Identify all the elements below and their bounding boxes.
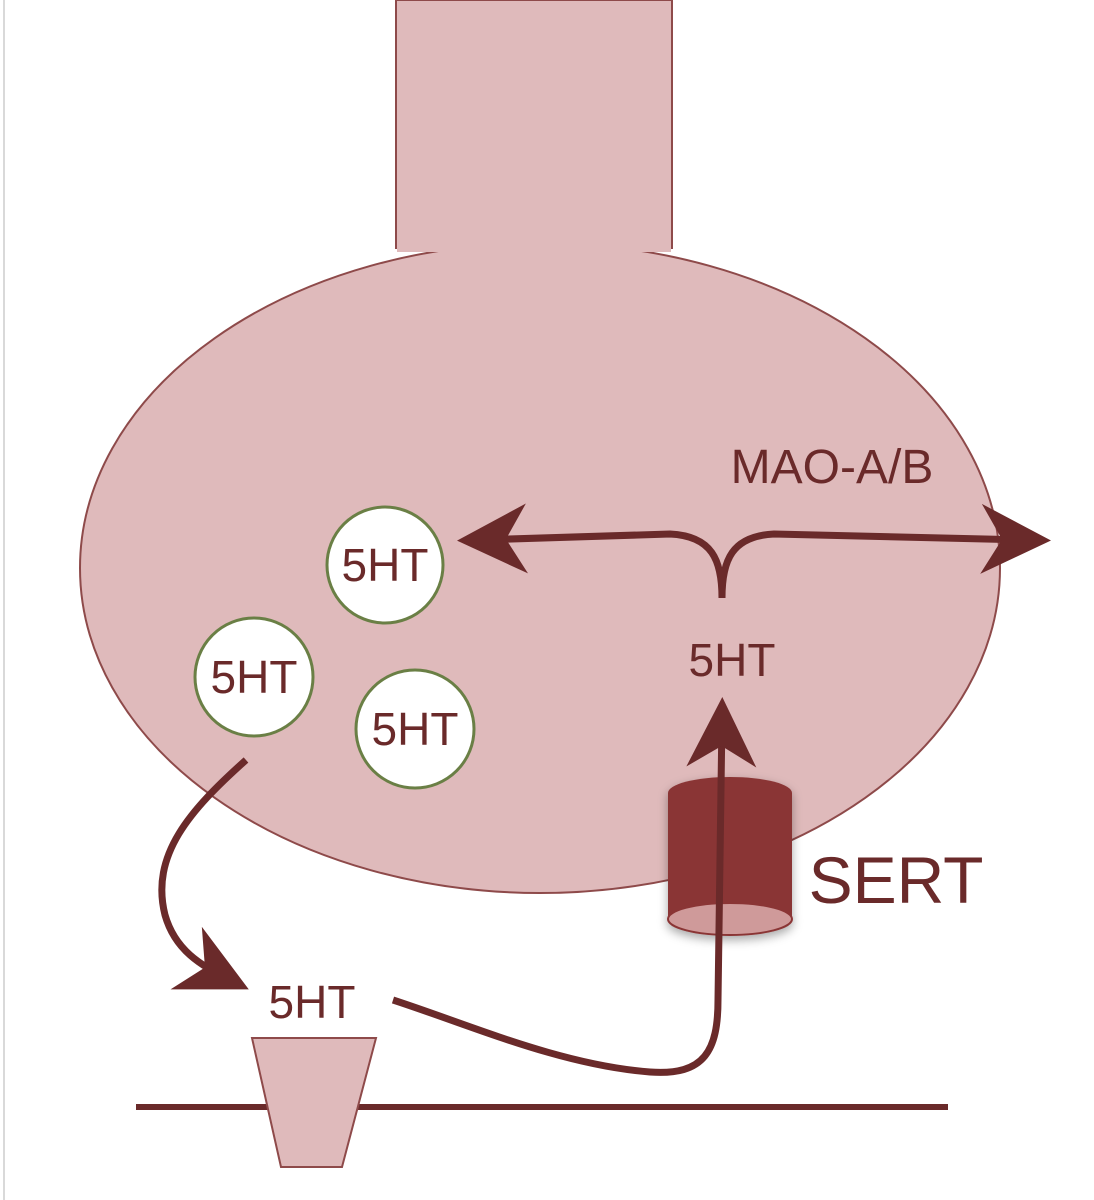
vesicle-label: 5HT (342, 539, 429, 591)
presynaptic-terminal (79, 242, 1001, 894)
vesicle: 5HT (354, 668, 476, 790)
reuptake-arrow (391, 697, 757, 1076)
cytosol-5ht-label: 5HT (689, 634, 776, 686)
axon-stem (395, 0, 673, 249)
postsynaptic-receptor (250, 1037, 378, 1168)
release-arrow (158, 757, 249, 990)
mao-label: MAO-A/B (731, 441, 934, 494)
stem-seam-cover (397, 240, 671, 252)
vesicle-label: 5HT (211, 651, 298, 703)
vesicle-label: 5HT (372, 703, 459, 755)
vesicle: 5HT (193, 616, 315, 738)
mao-arrow-right (718, 503, 1051, 599)
vesicle: 5HT (325, 505, 445, 625)
sert-label: SERT (809, 843, 984, 917)
synaptic-5ht-label: 5HT (269, 976, 356, 1028)
sert-transporter (667, 777, 793, 936)
